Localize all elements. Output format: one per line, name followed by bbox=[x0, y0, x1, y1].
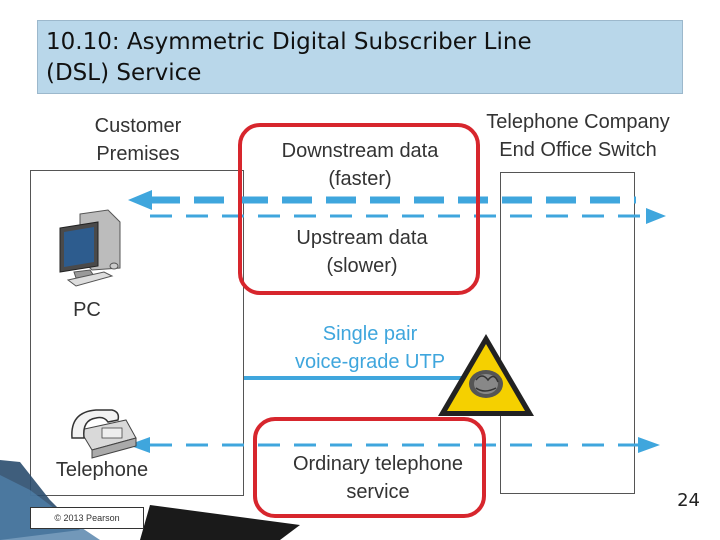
downstream-line bbox=[128, 190, 636, 210]
customer-premises-box bbox=[30, 170, 244, 496]
telephone-icon bbox=[71, 409, 137, 459]
customer-premises-label: Customer Premises bbox=[94, 115, 182, 165]
telco-switch-label: Telephone Company End Office Switch bbox=[486, 111, 670, 161]
downstream-label: Downstream data (faster) bbox=[281, 140, 439, 190]
title-banner: 10.10: Asymmetric Digital Subscriber Lin… bbox=[37, 20, 683, 94]
ordinary-service-label: Ordinary telephone service bbox=[292, 453, 464, 503]
upstream-line bbox=[150, 208, 666, 224]
upstream-label: Upstream data (slower) bbox=[296, 227, 428, 277]
page-number: 24 bbox=[677, 490, 700, 511]
slide-title: 10.10: Asymmetric Digital Subscriber Lin… bbox=[46, 29, 532, 86]
telephone-label: Telephone bbox=[55, 459, 149, 481]
end-office-switch-box bbox=[500, 172, 635, 494]
highlight-voice-box bbox=[253, 417, 486, 518]
highlight-data-box bbox=[238, 123, 480, 295]
copyright-notice: © 2013 Pearson bbox=[30, 507, 144, 529]
utp-label: Single pair voice-grade UTP bbox=[294, 323, 446, 373]
pc-label: PC bbox=[73, 299, 101, 321]
pc-icon bbox=[59, 209, 121, 287]
warning-brain-icon bbox=[438, 334, 534, 416]
telephone-service-line bbox=[128, 437, 660, 453]
